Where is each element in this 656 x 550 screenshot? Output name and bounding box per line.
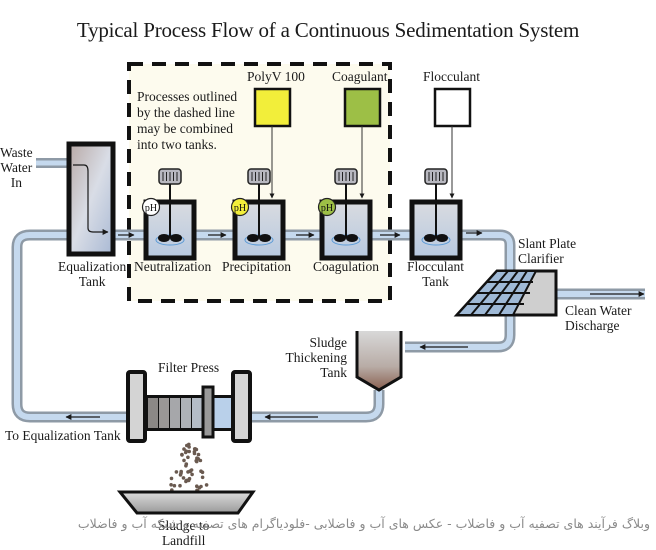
coagulation-label: Coagulation <box>313 259 379 274</box>
ph-sensor-icon: pH <box>141 197 161 217</box>
ph-sensor-icon: pH <box>317 197 337 217</box>
polyv-100-feed[interactable] <box>253 87 292 199</box>
neutralization-label: Neutralization <box>134 259 212 274</box>
pipe-network <box>11 158 645 423</box>
slant-plate-clarifier-label: Slant Plate Clarifier <box>518 236 576 266</box>
label-line: Waste <box>0 145 33 160</box>
watermark-text: وبلاگ فرآیند های تصفیه آب و فاضلاب - عکس… <box>77 516 650 531</box>
coagulation-tank[interactable]: pH <box>317 168 373 261</box>
impeller-icon <box>158 234 170 242</box>
sludge-thickening-tank-label: Sludge Thickening Tank <box>283 335 347 380</box>
precipitation-tank[interactable]: pH <box>230 168 286 261</box>
filter-press[interactable] <box>126 370 252 443</box>
polyv-100-label: PolyV 100 <box>247 69 305 84</box>
note-line: Processes outlined <box>137 89 238 104</box>
flocculant-label: Flocculant <box>423 69 480 84</box>
ph-label: pH <box>145 203 157 214</box>
label-line: Tank <box>78 274 106 289</box>
label-line: Landfill <box>161 533 206 548</box>
dashed-region-note: Processes outlined by the dashed line ma… <box>137 89 237 153</box>
mixer-motor-icon <box>158 168 182 185</box>
equalization-tank-label: Equalization Tank <box>58 259 126 289</box>
ph-sensor-icon: pH <box>230 197 250 217</box>
coagulant-label: Coagulant <box>332 69 388 84</box>
impeller-icon <box>424 234 436 242</box>
label-line: Thickening <box>285 350 347 365</box>
waste-water-in-label: Waste Water In <box>0 145 33 190</box>
label-line: Tank <box>320 365 347 380</box>
impeller-icon <box>334 234 346 242</box>
note-line: may be combined <box>137 121 233 136</box>
flocculant-tank[interactable] <box>409 168 463 261</box>
filter-press-label: Filter Press <box>158 360 220 375</box>
mixer-motor-icon <box>424 168 448 185</box>
coagulant-feed[interactable] <box>343 87 382 199</box>
label-line: Tank <box>422 274 449 289</box>
slant-plate-clarifier[interactable] <box>453 269 558 317</box>
equalization-tank[interactable] <box>66 141 116 257</box>
label-line: Sludge to <box>158 518 210 533</box>
label-line: Equalization <box>58 259 127 274</box>
sludge-thickening-tank[interactable] <box>355 331 403 392</box>
label-line: Sludge <box>309 335 347 350</box>
flocculant-feed[interactable] <box>433 87 472 199</box>
label-line: Slant Plate <box>518 236 577 251</box>
mixer-motor-icon <box>247 168 271 185</box>
clean-water-discharge-label: Clean Water Discharge <box>565 303 632 333</box>
impeller-icon <box>247 234 259 242</box>
label-line: In <box>10 175 22 190</box>
flow-arrows <box>65 230 645 420</box>
note-line: into two tanks. <box>137 137 217 152</box>
sludge-to-landfill-label: Sludge to Landfill <box>158 518 209 548</box>
label-line: Flocculant <box>407 259 464 274</box>
flocculant-tank-label: Flocculant Tank <box>407 259 464 289</box>
diagram-title: Typical Process Flow of a Continuous Sed… <box>76 18 580 42</box>
label-line: Clarifier <box>518 251 564 266</box>
label-line: Water <box>0 160 33 175</box>
ph-label: pH <box>321 203 333 214</box>
ph-label: pH <box>234 203 246 214</box>
neutralization-tank[interactable]: pH <box>141 168 197 261</box>
landfill-tray <box>116 490 256 515</box>
mixer-motor-icon <box>334 168 358 185</box>
note-line: by the dashed line <box>137 105 235 120</box>
label-line: Discharge <box>565 318 620 333</box>
to-equalization-tank-label: To Equalization Tank <box>5 428 121 443</box>
label-line: Clean Water <box>565 303 632 318</box>
precipitation-label: Precipitation <box>222 259 291 274</box>
